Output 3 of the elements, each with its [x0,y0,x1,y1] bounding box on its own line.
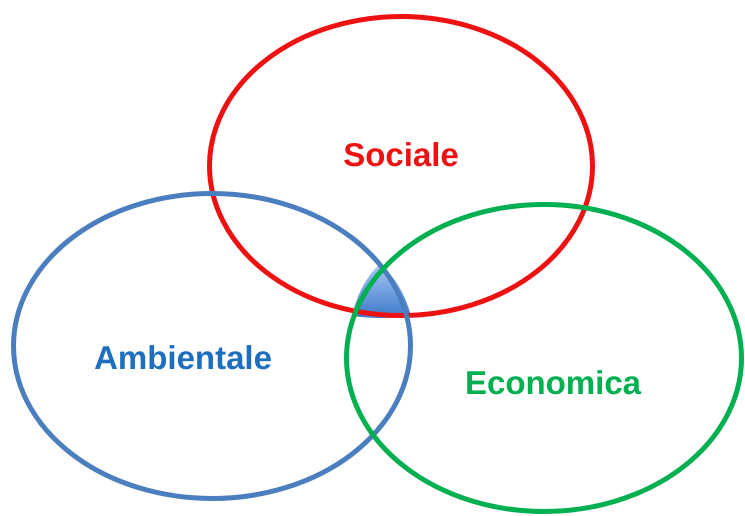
set-label: Sociale [343,136,459,174]
set-label: Economica [464,364,642,402]
set-label: Ambientale [94,339,272,377]
